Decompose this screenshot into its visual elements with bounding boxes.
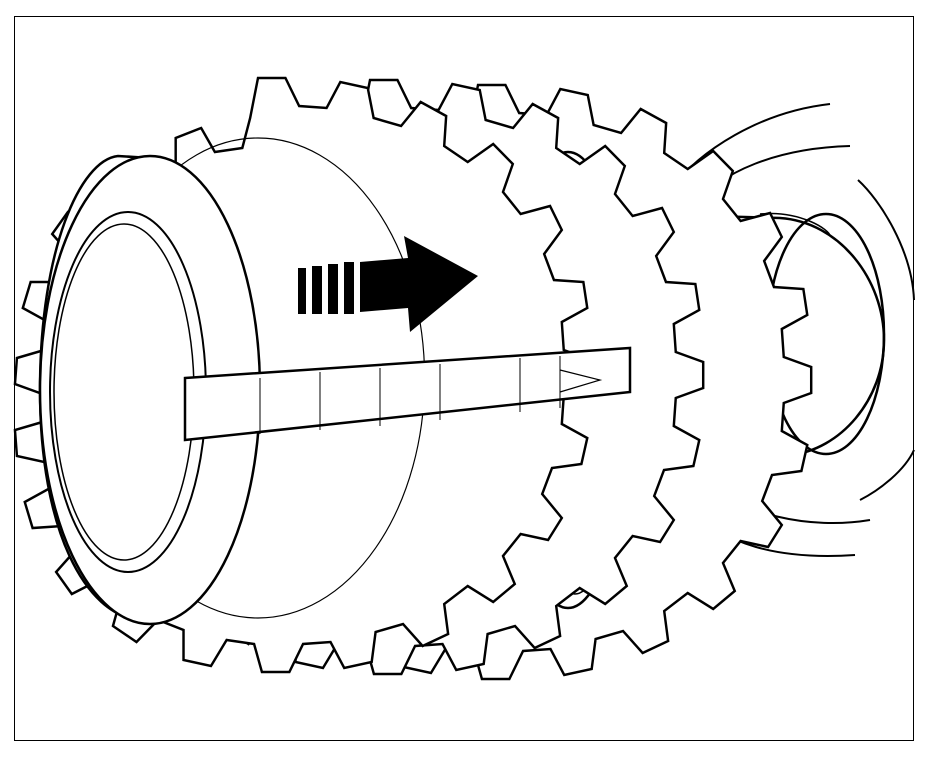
keyway-groove [183, 346, 632, 442]
arrow-right-icon [298, 236, 478, 332]
front-hub [38, 154, 262, 626]
